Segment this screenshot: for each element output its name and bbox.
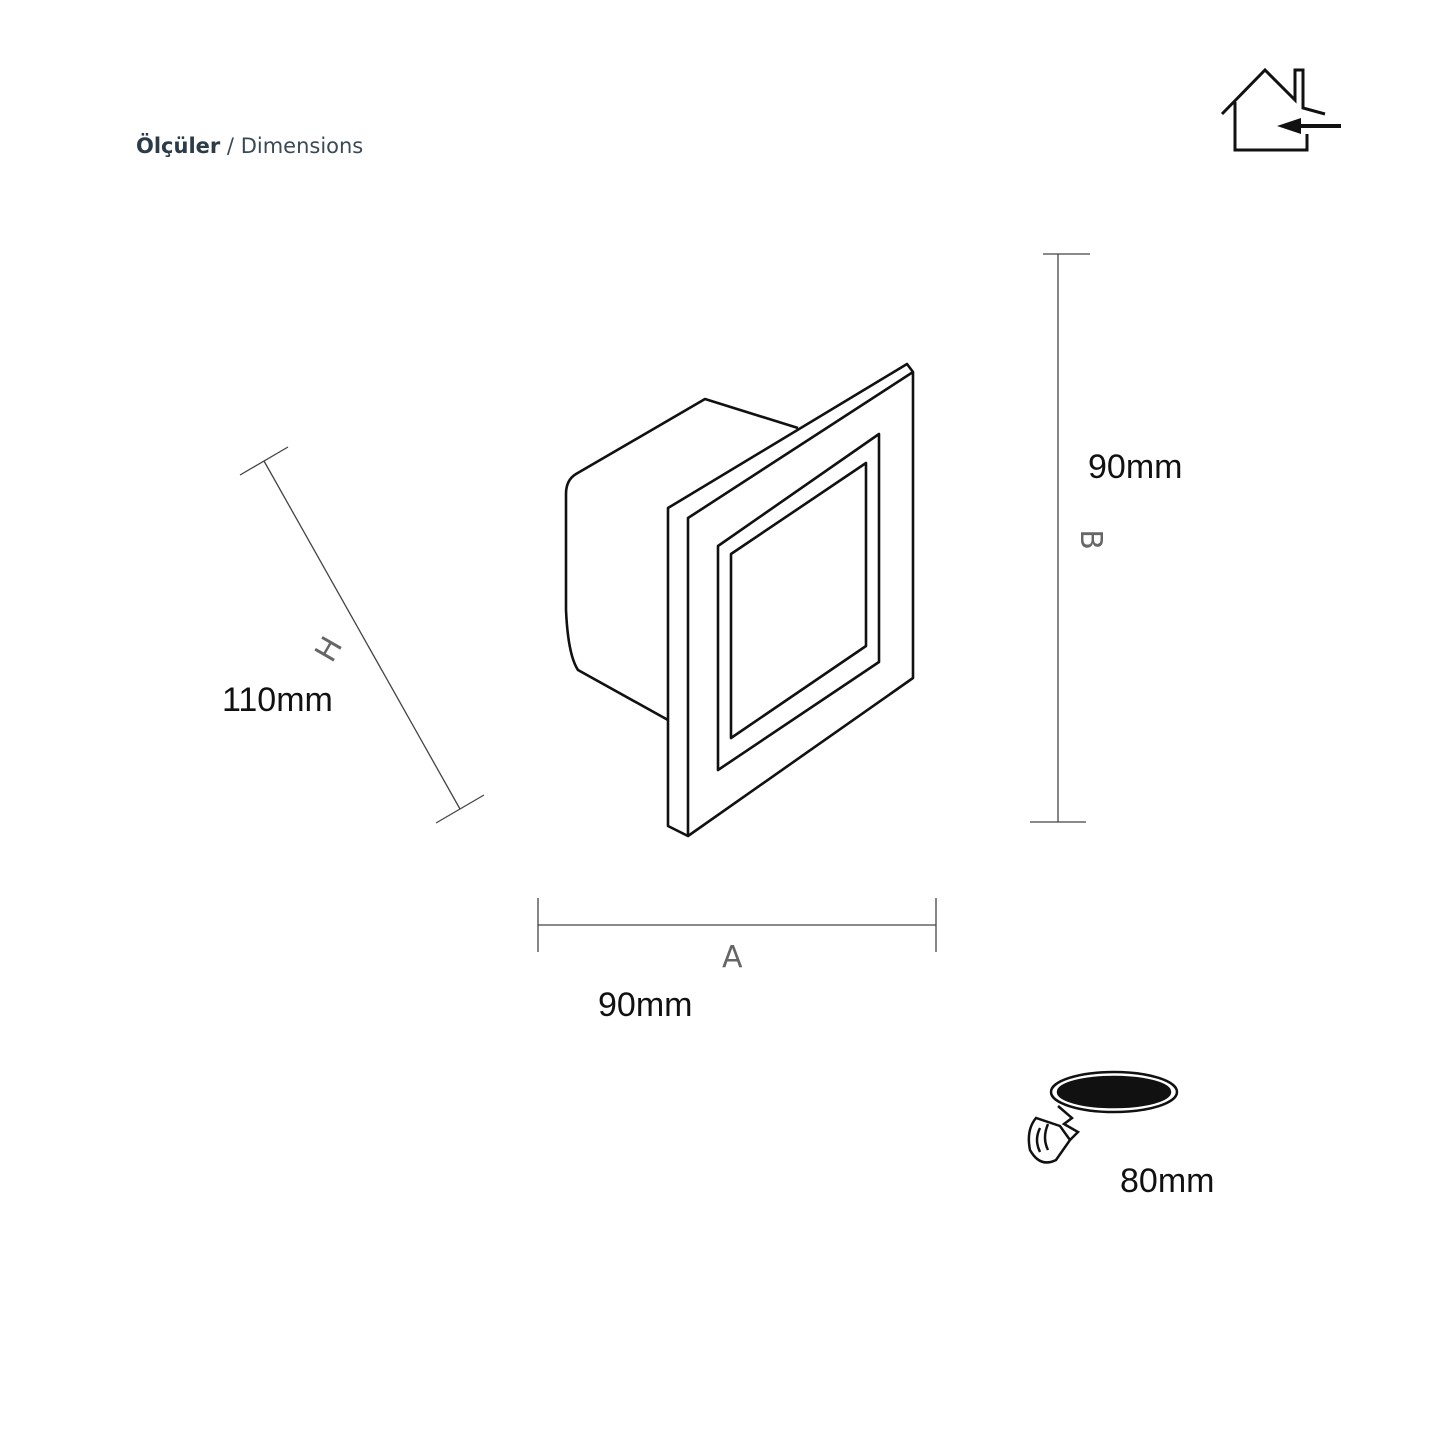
dimension-b-line (1030, 253, 1090, 823)
hole-saw-icon (1027, 1070, 1179, 1164)
page-title: Ölçüler / Dimensions (136, 134, 363, 158)
dimension-b-letter: B (1072, 529, 1108, 550)
title-turkish: Ölçüler (136, 134, 221, 158)
title-english: Dimensions (240, 134, 364, 158)
dimension-a-letter: A (722, 940, 743, 975)
dimension-b-value: 90mm (1088, 448, 1183, 486)
house-with-arrow-icon (1220, 67, 1341, 152)
title-separator: / (220, 134, 241, 158)
cutout-diameter-value: 80mm (1120, 1162, 1215, 1200)
dimension-a-value: 90mm (598, 986, 693, 1024)
dimension-h-line (239, 446, 485, 824)
dimension-h-value: 110mm (222, 681, 333, 719)
dimension-a-line (537, 898, 937, 952)
luminaire-body (564, 362, 915, 838)
